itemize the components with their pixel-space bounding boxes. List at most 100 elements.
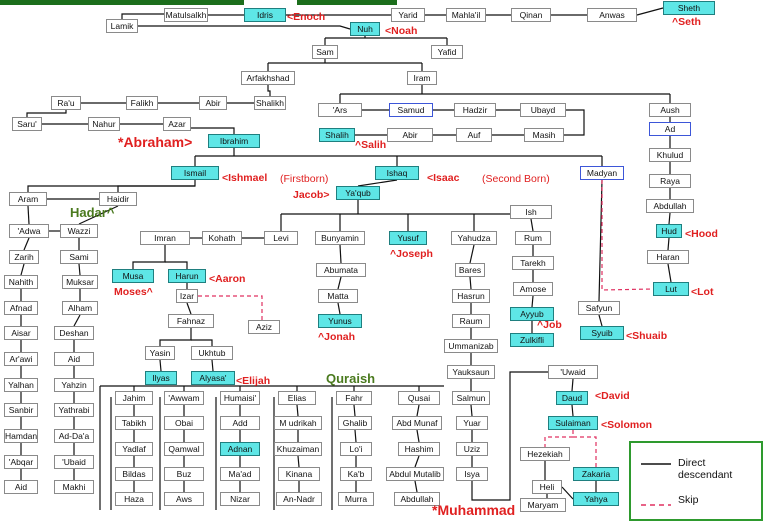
node-harun: Harun [168, 269, 206, 283]
link-72 [132, 245, 166, 269]
label-elijah: <Elijah [236, 375, 271, 387]
node-obai: Obai [164, 416, 204, 430]
node-arfakhshad: Arfakhshad [241, 71, 295, 85]
link-50 [357, 179, 398, 187]
link-41 [667, 263, 672, 283]
link-137 [414, 455, 420, 468]
label-hadar: Hadar^ [70, 205, 115, 220]
node-annadr: An-Nadr [276, 492, 322, 506]
legend: Direct descendant Skip [629, 441, 763, 521]
node-ad: Ad [649, 122, 691, 136]
label-aaron: <Aaron [209, 273, 246, 285]
node-mudrikah: M udrikah [274, 416, 322, 430]
node-awwam: 'Awwam [164, 391, 204, 405]
node-ibrahim: Ibrahim [208, 134, 260, 148]
node-nizar: Nizar [220, 492, 260, 506]
node-ubaid: 'Ubaid [54, 455, 94, 469]
link-151 [571, 404, 574, 417]
label-muhammad: *Muhammad [432, 502, 516, 518]
link-79 [211, 359, 214, 372]
node-yaqub: Ya'qub [336, 186, 380, 200]
node-yathrabi: Yathrabi [54, 403, 94, 417]
header-bar-mid [297, 0, 397, 5]
link-95 [78, 205, 119, 225]
node-deshan: Deshan [54, 326, 94, 340]
node-qinan: Qinan [511, 8, 551, 22]
node-haran: Haran [647, 250, 689, 264]
link-97 [78, 263, 81, 276]
node-hashim: Hashim [398, 442, 440, 456]
node-matulsalkh: Matulsalkh [164, 8, 208, 22]
node-nuh: Nuh [350, 22, 380, 36]
node-abdulmutalib: Abdul Mutalib [386, 467, 444, 481]
link-7 [138, 25, 351, 30]
node-iram: Iram [407, 71, 437, 85]
label-salih: ^Salih [355, 139, 387, 151]
node-hasrun: Hasrun [452, 289, 490, 303]
node-yalhan: Yalhan [4, 378, 38, 392]
label-ishmael: <Ishmael [222, 172, 268, 184]
node-anwas: Anwas [587, 8, 637, 22]
link-47 [27, 180, 196, 192]
node-yahzin: Yahzin [54, 378, 94, 392]
node-auf: Auf [456, 128, 492, 142]
node-aws: Aws [164, 492, 204, 506]
link-132 [354, 429, 357, 443]
skip-link-153 [573, 436, 597, 467]
node-addaa: Ad-Da'a [54, 429, 94, 443]
node-yadlaf: Yadlaf [115, 442, 153, 456]
node-madyan: Madyan [580, 166, 624, 180]
node-izar: Izar [176, 289, 198, 303]
node-muksar: Muksar [62, 275, 98, 289]
link-149 [471, 371, 548, 501]
node-falikh: Falikh [126, 96, 158, 110]
link-65 [469, 244, 475, 264]
legend-skip-text: Skip [678, 494, 699, 506]
node-khuzaiman: Khuzaiman [274, 442, 322, 456]
node-azar: Azar [163, 117, 191, 131]
node-bares: Bares [455, 263, 485, 277]
link-127 [296, 404, 299, 417]
skip-link-80 [198, 295, 263, 320]
node-aid2: Aid [4, 480, 38, 494]
node-yasin: Yasin [145, 346, 175, 360]
node-syuib: Syuib [580, 326, 624, 340]
node-levi: Levi [264, 231, 298, 245]
link-85 [23, 237, 30, 251]
link-60 [530, 218, 534, 232]
node-ismail: Ismail [171, 166, 219, 180]
node-nahur: Nahur [88, 117, 120, 131]
link-131 [353, 404, 356, 417]
link-76 [159, 328, 192, 346]
label-secondborn: (Second Born) [482, 173, 550, 185]
node-shalih: Shalih [319, 128, 355, 142]
node-sheth: Sheth [663, 1, 715, 15]
node-abir2: Abir [387, 128, 433, 142]
node-nahith: Nahith [4, 275, 38, 289]
label-shuaib: <Shuaib [626, 330, 668, 342]
link-40 [667, 237, 670, 251]
link-39 [668, 212, 671, 225]
node-humaisi: Humaisi' [220, 391, 260, 405]
label-quraish: Quraish [326, 371, 376, 386]
node-elias: Elias [278, 391, 316, 405]
node-yahudza: Yahudza [451, 231, 497, 245]
node-musa: Musa [112, 269, 154, 283]
label-enoch: <Enoch [287, 11, 326, 23]
node-qamwal: Qamwal [164, 442, 204, 456]
node-fahnaz: Fahnaz [168, 314, 214, 328]
link-146 [470, 404, 473, 417]
node-shalikh: Shalikh [254, 96, 286, 110]
node-abqar: 'Abqar [4, 455, 38, 469]
node-bildas: Bildas [115, 467, 153, 481]
node-khulud: Khulud [649, 148, 691, 162]
link-71 [337, 302, 341, 315]
link-20 [26, 110, 67, 117]
node-raum: Raum [452, 314, 490, 328]
legend-direct-text: Direct descendant [678, 457, 733, 481]
node-zakaria: Zakaria [573, 467, 619, 481]
node-uwaid: 'Uwaid [548, 365, 598, 379]
link-138 [414, 480, 418, 493]
node-ayyub: Ayyub [510, 307, 554, 321]
node-saru: Saru' [12, 117, 42, 131]
